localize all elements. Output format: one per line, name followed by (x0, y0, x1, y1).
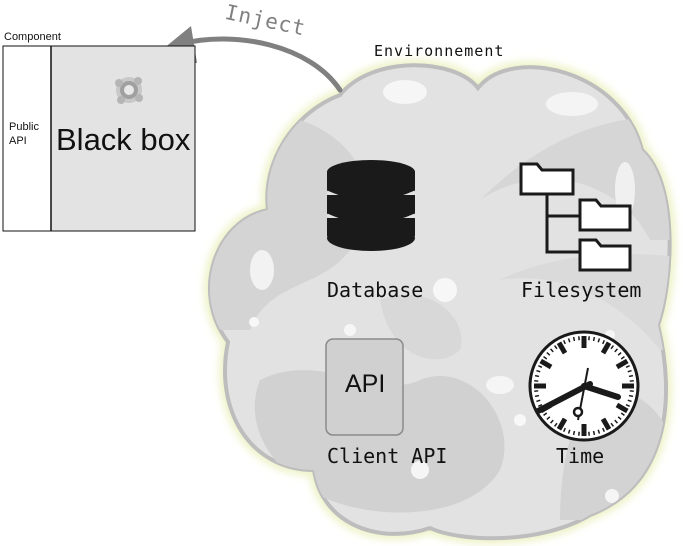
clock-tick (556, 341, 568, 355)
clock-tick (617, 416, 622, 421)
folder-tree-icon (519, 162, 632, 272)
black-box-area (50, 45, 196, 232)
database-icon (326, 160, 416, 251)
clock-tick (627, 369, 632, 373)
clock-tick (597, 338, 601, 343)
clock-tick (538, 364, 543, 368)
filesystem-label: Filesystem (521, 278, 642, 302)
api-icon-text: API (345, 370, 386, 398)
clock-tick (534, 394, 540, 398)
clock-tick (539, 358, 553, 370)
clock-tick (572, 430, 576, 436)
api-box-icon (325, 338, 404, 436)
gear-icon (115, 77, 143, 104)
clock-tick (543, 356, 548, 360)
clock-tick (615, 358, 629, 370)
clock-icon (528, 330, 640, 442)
clock-tick (610, 345, 614, 350)
clock-tick (562, 427, 566, 432)
clock-tick (546, 416, 551, 421)
public-api-label: Public API (9, 121, 39, 147)
clock-tick (615, 402, 629, 414)
client-api-label: Client API (327, 444, 448, 468)
time-label: Time (556, 444, 605, 468)
clock-tick (546, 351, 551, 356)
clock-tick (572, 336, 576, 342)
clock-tick (617, 351, 622, 356)
environment-title: Environnement (374, 42, 505, 60)
clock-tick (600, 417, 612, 431)
component-box (2, 45, 196, 232)
clock-tick (536, 369, 541, 373)
clock-tick (628, 374, 634, 378)
clock-tick (620, 412, 625, 416)
clock-tick (602, 340, 606, 345)
clock-tick (554, 422, 558, 427)
clock-tick (625, 364, 630, 368)
clock-tick (602, 427, 606, 432)
clock-tick (549, 419, 554, 424)
clock-tick (627, 399, 632, 403)
clock-tick (549, 348, 554, 353)
clock-tick (592, 336, 596, 342)
black-box-label: Black box (56, 122, 191, 157)
clock-tick (562, 340, 566, 345)
clock-tick (556, 417, 568, 431)
clock-tick (538, 404, 543, 408)
clock-tick (614, 348, 619, 353)
clock-tick (536, 399, 541, 403)
component-title: Component (4, 31, 61, 43)
clock-tick (567, 429, 571, 434)
clock-tick (620, 356, 625, 360)
clock-tick (543, 412, 548, 416)
clock-tick (592, 430, 596, 436)
clock-tick (597, 429, 601, 434)
clock-tick (554, 345, 558, 350)
database-label: Database (327, 278, 424, 302)
clock-tick (610, 422, 614, 427)
clock-tick (614, 419, 619, 424)
clock-tick (600, 341, 612, 355)
clock-tick (628, 394, 634, 398)
clock-tick (625, 404, 630, 408)
clock-tick (567, 338, 571, 343)
clock-tick (534, 374, 540, 378)
